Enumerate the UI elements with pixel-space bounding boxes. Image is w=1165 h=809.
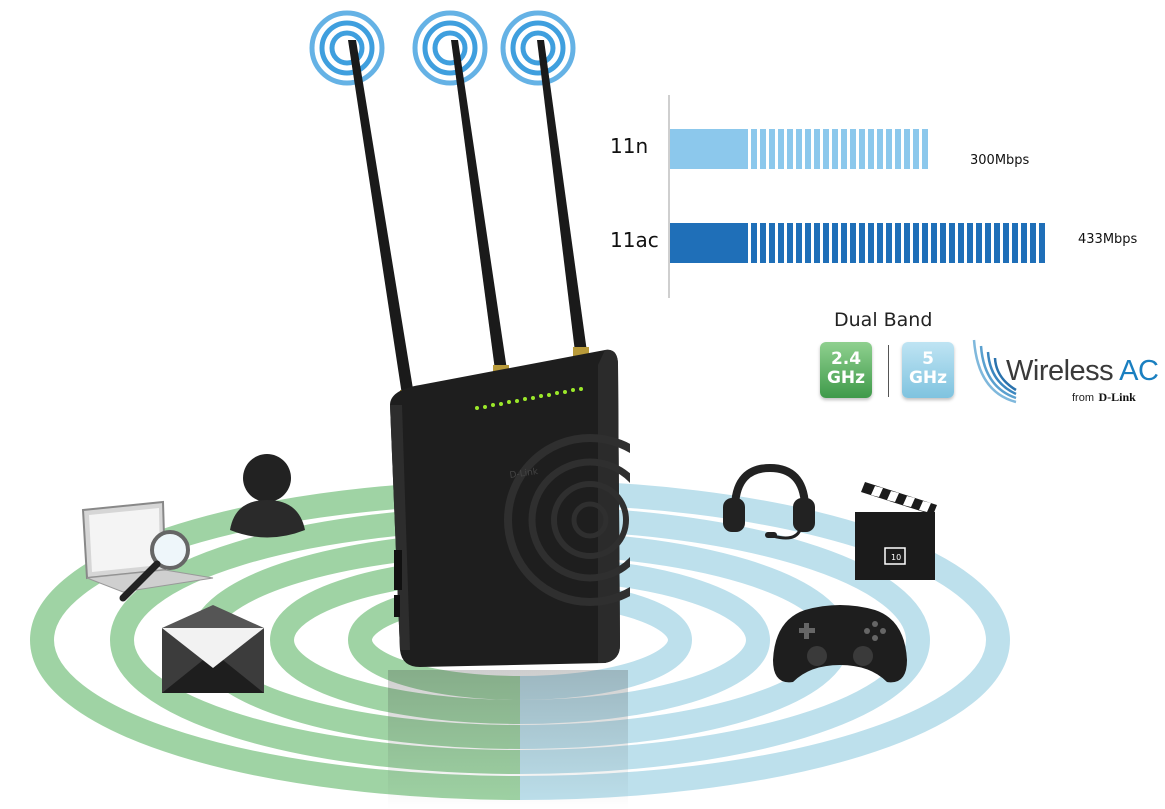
router-logo: D-Link [509, 467, 540, 481]
bar-value-11ac: 433Mbps [1078, 232, 1138, 247]
dlink-brand-text: D-Link [1098, 390, 1136, 404]
user-icon [230, 454, 305, 538]
dual-band-title: Dual Band [834, 309, 933, 331]
headset-icon [723, 463, 815, 540]
from-text: from [1072, 392, 1094, 404]
envelope-icon [162, 605, 264, 693]
ac-word: AC [1119, 355, 1159, 387]
clapperboard-icon: 10 [855, 482, 937, 580]
right-devices: 10 [723, 463, 937, 683]
bar-value-11n: 300Mbps [970, 153, 1030, 168]
laptop-icon [81, 500, 214, 593]
coverage-ring [520, 556, 770, 724]
router-reflection [388, 670, 628, 809]
band-2-4-number: 2.4 [830, 349, 862, 369]
band-5-number: 5 [922, 349, 934, 369]
bar-label-11ac: 11ac [610, 228, 659, 252]
coverage-ring [30, 480, 520, 800]
coverage-ring [348, 580, 520, 700]
wireless-ac-swoosh-icon [972, 339, 1017, 404]
band-5ghz-badge: 5 GHz [902, 342, 954, 398]
logo-from-line: from D-Link [1072, 388, 1136, 406]
status-leds [475, 387, 583, 410]
router-body: D-Link [390, 349, 630, 667]
coverage-ring [110, 506, 520, 774]
coverage-ring [520, 480, 1010, 800]
band-5-unit: GHz [908, 368, 948, 388]
coverage-ring [520, 580, 692, 700]
bar-label-11n: 11n [610, 134, 649, 158]
band-2-4-unit: GHz [826, 368, 866, 388]
wireless-ac-logo: Wireless AC [1006, 355, 1159, 388]
band-2-4ghz-badge: 2.4 GHz [820, 342, 872, 398]
coverage-ring [520, 506, 930, 774]
wireless-word: Wireless [1006, 355, 1114, 387]
magnifier-icon [119, 530, 190, 602]
speed-axis [668, 95, 670, 298]
signal-icon [309, 10, 576, 86]
speed-bar-11n [670, 129, 928, 169]
left-devices [81, 454, 305, 693]
gamepad-icon [773, 605, 907, 683]
speed-bar-11ac [670, 223, 1045, 263]
coverage-ring [270, 556, 520, 724]
band-divider [888, 345, 889, 397]
clapper-number: 10 [891, 553, 901, 562]
